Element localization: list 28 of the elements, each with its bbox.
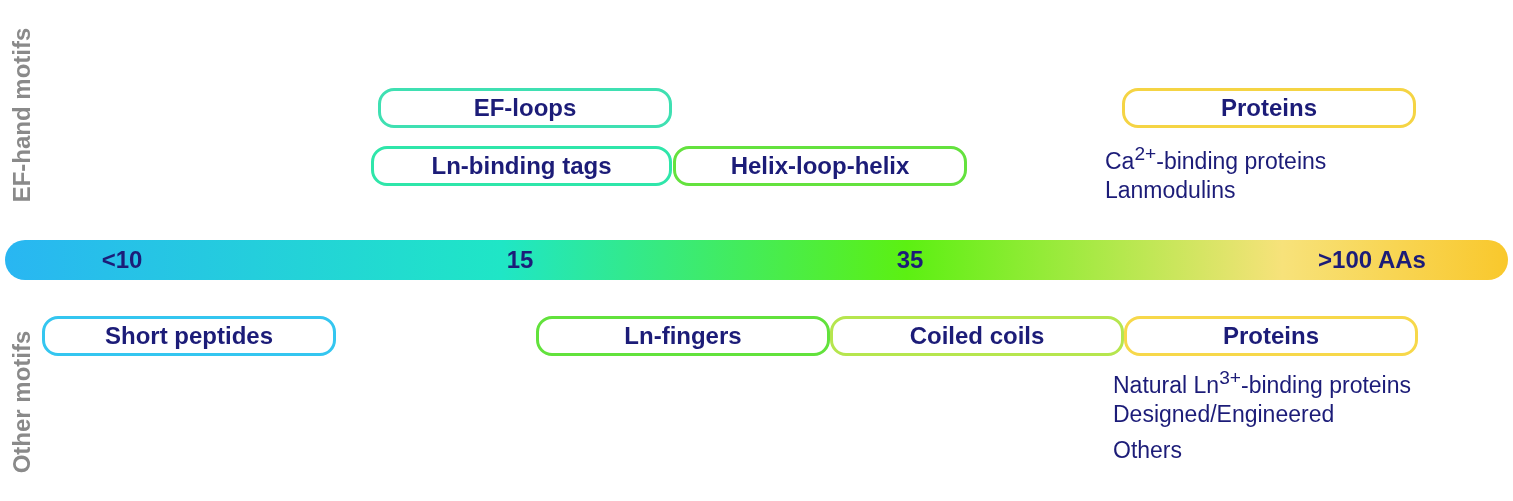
- list-item: Ca$^{2+}$-binding proteins: [1105, 142, 1327, 176]
- list-item: Lanmodulins: [1105, 176, 1236, 205]
- box-label: Helix-loop-helix: [730, 152, 910, 180]
- scale-bar: [5, 240, 1508, 280]
- box-label: Coiled coils: [909, 322, 1045, 350]
- box-label: Ln-binding tags: [431, 152, 612, 180]
- list-item: Natural Ln$^{3+}$-binding proteins: [1113, 366, 1412, 400]
- row-label: Other motifs: [8, 330, 36, 474]
- rounded-box: [371, 146, 672, 186]
- scale-label: >100 AAs: [1318, 246, 1426, 274]
- box-label: Proteins: [1223, 322, 1319, 350]
- box-label: Ln-fingers: [624, 322, 742, 350]
- box-label: Short peptides: [105, 322, 273, 350]
- rounded-box: [830, 316, 1124, 356]
- rounded-box: [1122, 88, 1416, 128]
- scale-label: 35: [896, 246, 924, 274]
- box-label: EF-loops: [473, 94, 577, 122]
- scale-label: <10: [101, 246, 143, 274]
- box-label: Proteins: [1221, 94, 1317, 122]
- rounded-box: [1124, 316, 1418, 356]
- rounded-box: [536, 316, 830, 356]
- rounded-box: [673, 146, 967, 186]
- list-item: Others: [1113, 436, 1183, 465]
- row-label: EF-hand motifs: [8, 27, 36, 203]
- list-item: Designed/Engineered: [1113, 400, 1335, 429]
- rounded-box: [42, 316, 336, 356]
- scale-label: 15: [506, 246, 534, 274]
- rounded-box: [378, 88, 672, 128]
